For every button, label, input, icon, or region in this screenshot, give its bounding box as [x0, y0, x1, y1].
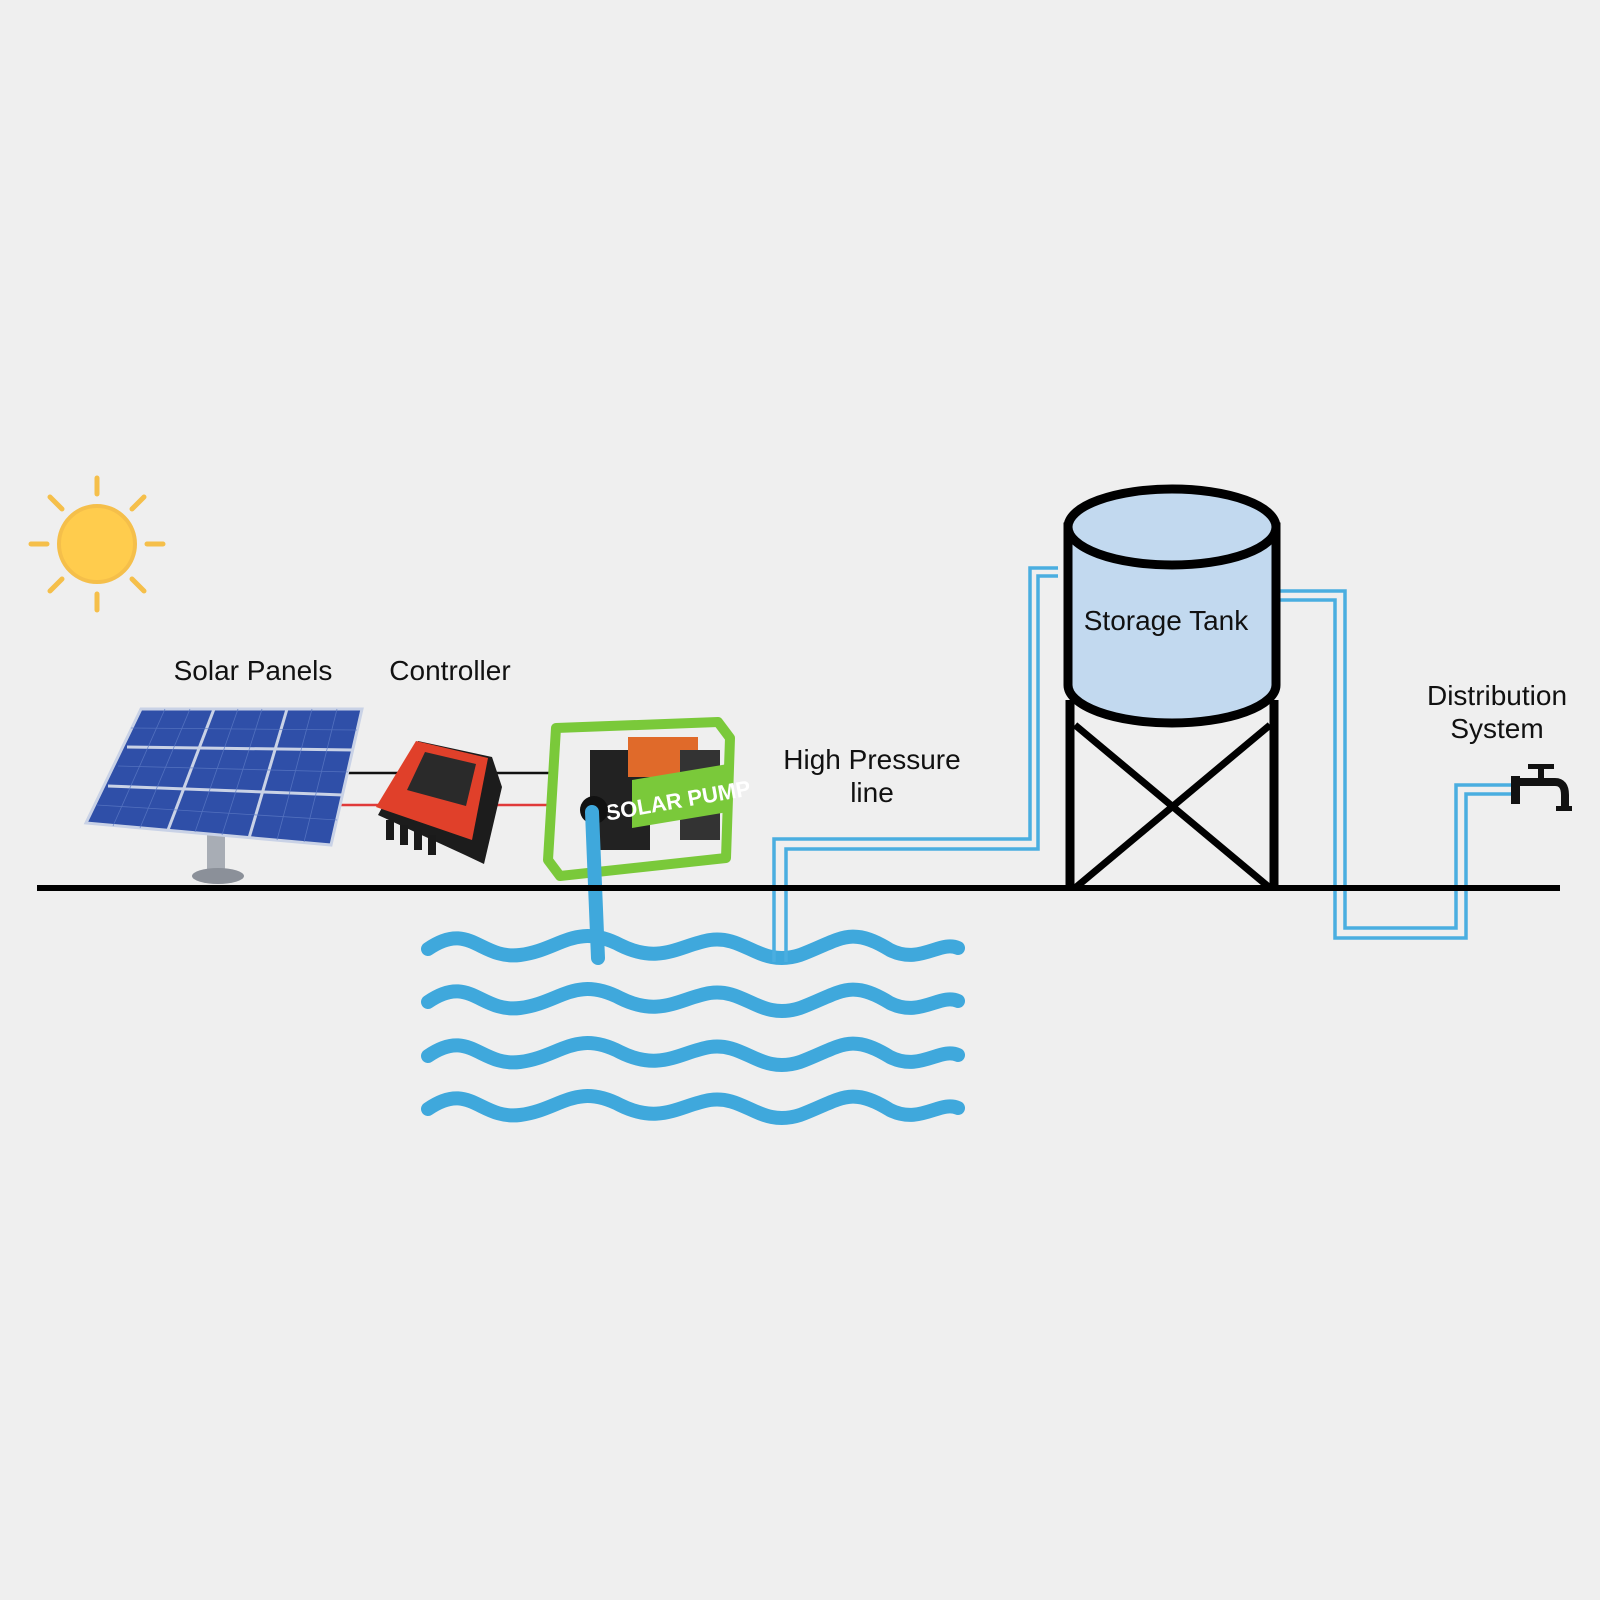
high-pressure-label-line1: High Pressure [783, 744, 961, 775]
sun-icon [28, 475, 166, 613]
faucet-icon [1511, 764, 1572, 811]
controller-label: Controller [389, 655, 511, 686]
storage-tank-label: Storage Tank [1083, 605, 1249, 636]
distribution-pipe [1275, 589, 1512, 940]
high-pressure-label-line2: line [850, 777, 894, 808]
solar-panels-label: Solar Panels [173, 655, 333, 686]
solar-panel-icon [83, 707, 364, 884]
controller-icon [376, 741, 502, 864]
water-tower-icon [1063, 484, 1281, 891]
distribution-label-line1: Distribution [1426, 680, 1568, 711]
distribution-label-line2: System [1450, 713, 1544, 744]
water-waves-icon [421, 929, 965, 1126]
pump-icon: SOLAR PUMP [543, 717, 752, 881]
